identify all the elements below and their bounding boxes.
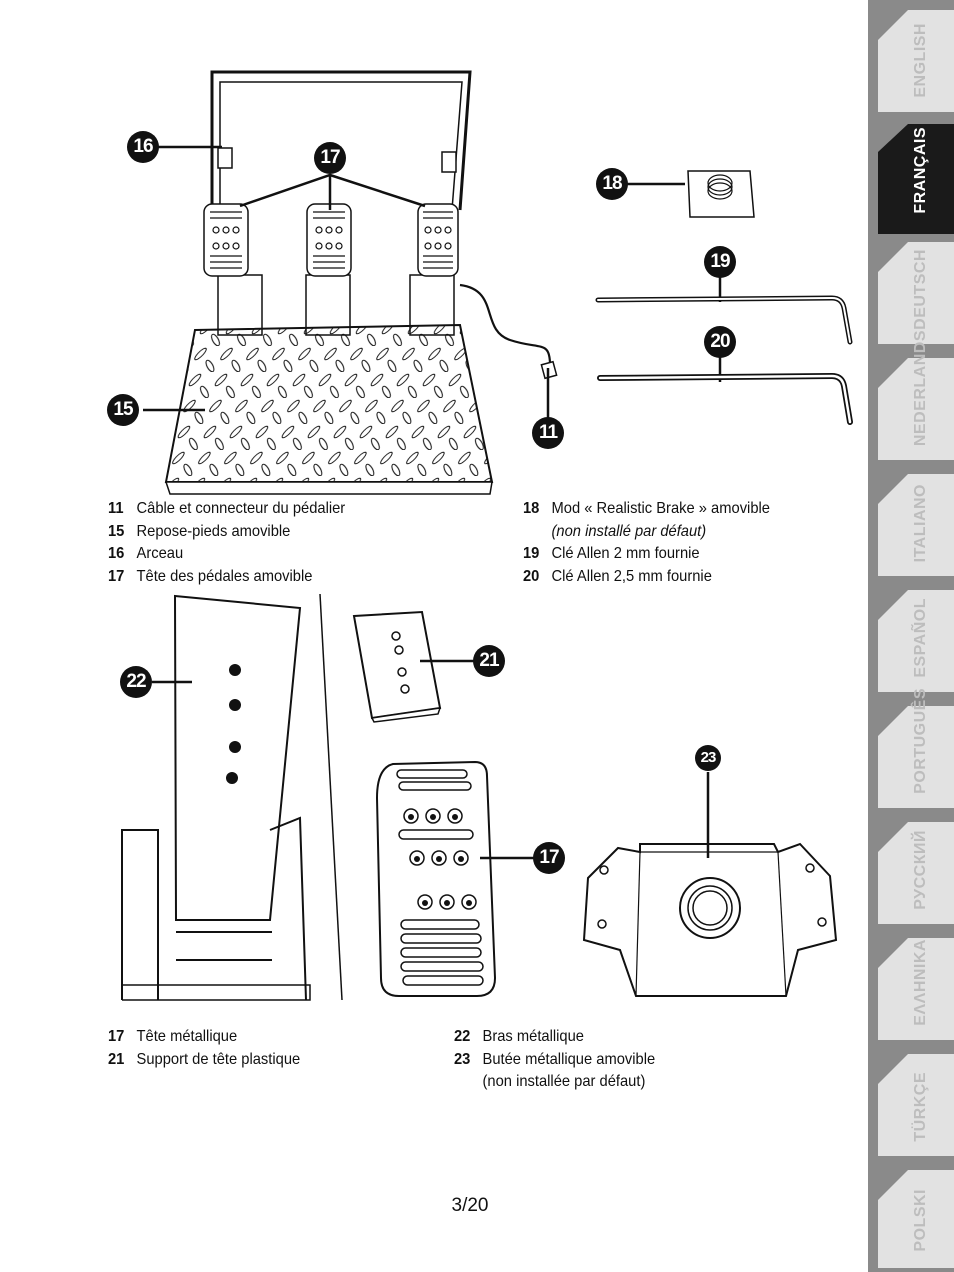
tab-nederlands[interactable]: NEDERLANDS <box>868 330 954 466</box>
callout-11: 11 <box>532 417 564 449</box>
top-leader-lines <box>143 145 722 420</box>
tab-turkce[interactable]: TÜRKÇE <box>868 1046 954 1162</box>
callout-17: 17 <box>314 142 346 174</box>
callout-18: 18 <box>596 168 628 200</box>
bottom-leader-lines <box>152 659 710 860</box>
tab-russian[interactable]: РУССКИЙ <box>868 814 954 930</box>
tab-espanol[interactable]: ESPAÑOL <box>868 582 954 698</box>
legend-note: (non installée par défaut) <box>482 1073 646 1091</box>
tab-italiano[interactable]: ITALIANO <box>868 466 954 582</box>
tab-portugues[interactable]: PORTUGUÊS <box>868 688 954 814</box>
callout-19: 19 <box>704 246 736 278</box>
pedal-set-illustration <box>164 70 558 495</box>
tab-greek[interactable]: ΕΛΛΗΝΙΚΑ <box>868 930 954 1046</box>
callout-23: 23 <box>695 745 721 771</box>
callout-20: 20 <box>704 326 736 358</box>
legend-note: (non installé par défaut) <box>551 522 707 540</box>
callout-22: 22 <box>120 666 152 698</box>
allen-keys-illustration <box>595 295 853 425</box>
plastic-support-illustration <box>352 610 442 723</box>
callout-17-metal: 17 <box>533 842 565 874</box>
realistic-brake-mod-illustration <box>687 170 755 218</box>
tab-polski[interactable]: POLSKI <box>868 1162 954 1272</box>
tab-english[interactable]: ENGLISH <box>868 0 954 118</box>
callout-16: 16 <box>127 131 159 163</box>
callout-21: 21 <box>473 645 505 677</box>
metal-arm-illustration <box>121 593 343 1001</box>
tab-deutsch[interactable]: DEUTSCH <box>868 234 954 350</box>
metal-stopper-illustration <box>582 842 838 997</box>
metal-pedal-head-illustration <box>375 760 497 997</box>
page-number: 3/20 <box>451 1195 489 1216</box>
callout-15: 15 <box>107 394 139 426</box>
tab-francais[interactable]: FRANÇAIS <box>868 118 954 234</box>
